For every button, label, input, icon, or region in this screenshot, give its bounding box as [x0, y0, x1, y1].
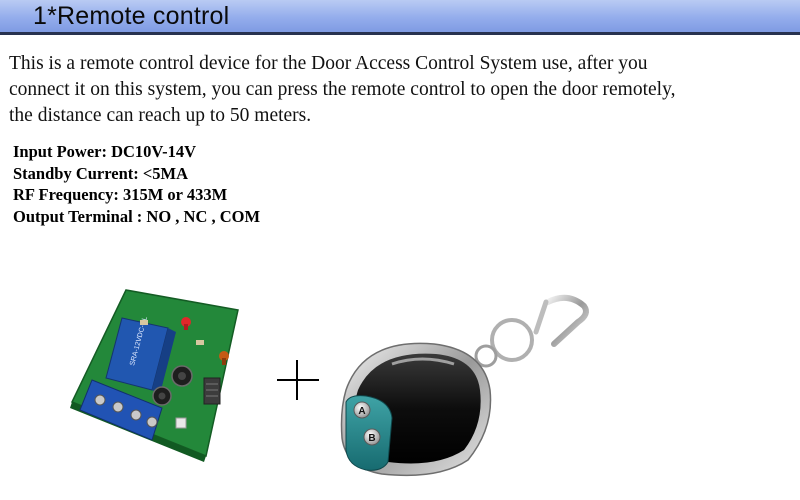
plus-icon — [277, 360, 319, 400]
terminal-block — [79, 379, 163, 441]
section-header: 1*Remote control — [0, 0, 800, 35]
led-amber-icon — [219, 351, 229, 365]
spec-output-terminal: Output Terminal : NO , NC , COM — [13, 206, 261, 226]
keyring-icon — [474, 294, 589, 368]
intro-line: connect it on this system, you can press… — [9, 79, 676, 100]
remote-button-a-label: A — [358, 406, 365, 417]
spec-list: Input Power: DC10V-14V Standby Current: … — [13, 141, 260, 227]
smd-resistor-icon — [140, 320, 148, 325]
product-illustration: SRA-12VDC-CL — [70, 289, 589, 477]
intro-paragraph: This is a remote control device for the … — [9, 51, 799, 129]
intro-line: This is a remote control device for the … — [9, 53, 648, 74]
coil-icon — [203, 377, 221, 405]
relay: SRA-12VDC-CL — [105, 316, 176, 394]
chip-icon — [175, 417, 187, 429]
capacitor-icon — [152, 386, 172, 406]
spec-rf-frequency: RF Frequency: 315M or 433M — [13, 185, 228, 204]
remote-button-a: A — [353, 401, 371, 419]
receiver-board: SRA-12VDC-CL — [70, 289, 239, 462]
led-red-icon — [181, 317, 191, 330]
section-title: 1*Remote control — [33, 2, 230, 30]
remote-button-b: B — [363, 428, 381, 446]
remote-button-b-label: B — [368, 433, 375, 444]
spec-input-power: Input Power: DC10V-14V — [13, 142, 197, 161]
spec-standby-current: Standby Current: <5MA — [13, 163, 189, 183]
capacitor-icon — [171, 365, 193, 387]
remote-fob: A B — [340, 294, 589, 477]
intro-line: the distance can reach up to 50 meters. — [9, 105, 312, 126]
smd-resistor-icon — [196, 340, 204, 345]
